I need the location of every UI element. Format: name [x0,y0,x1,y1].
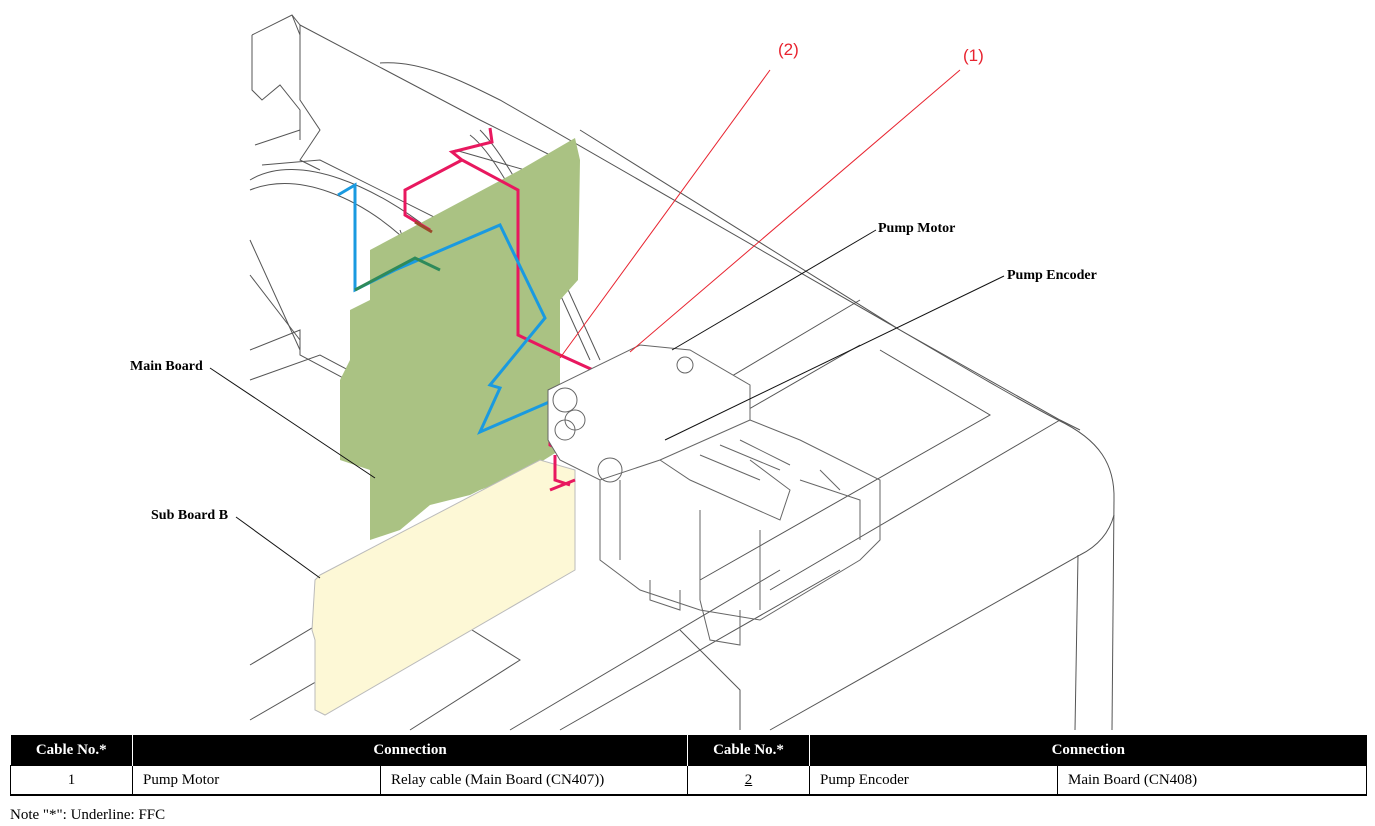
header-connection-left: Connection [132,735,688,766]
pump-unit [547,344,881,646]
connection-from-cell: Pump Encoder [809,765,1058,796]
cable-routing-diagram [209,14,1115,731]
leader-pump-encoder [664,275,1005,441]
leader-pump-motor [671,229,877,351]
header-cable-no-right: Cable No.* [687,735,810,766]
table-header-row: Cable No.* Connection Cable No.* Connect… [10,735,1367,766]
cable-2-marker: (2) [778,40,799,59]
cable-no-cell-ffc: 2 [687,765,810,796]
leader-main-board [209,367,376,479]
connection-to-cell: Relay cable (Main Board (CN407)) [380,765,688,796]
pump-encoder-label: Pump Encoder [1007,268,1097,283]
leader-cable-1 [629,69,961,353]
table-row: 1 Pump Motor Relay cable (Main Board (CN… [10,765,1367,796]
footnote: Note "*": Underline: FFC [10,807,166,823]
sub-board-b-label: Sub Board B [151,508,229,523]
connection-from-cell: Pump Motor [132,765,381,796]
header-connection-right: Connection [809,735,1367,766]
cable-no-cell: 1 [10,765,133,796]
cable-connection-table: Cable No.* Connection Cable No.* Connect… [10,735,1367,796]
header-cable-no-left: Cable No.* [10,735,133,766]
cable-brown-segment [414,220,433,234]
main-board-shape [340,138,580,540]
pump-motor-label: Pump Motor [878,221,956,236]
main-board-label: Main Board [130,359,203,374]
cable-1-marker: (1) [963,46,984,65]
connection-to-cell: Main Board (CN408) [1057,765,1367,796]
cable-green-segment [354,256,441,292]
leader-cable-2 [559,69,771,359]
sub-board-b-shape [311,459,576,716]
leader-sub-board-b [235,516,321,579]
